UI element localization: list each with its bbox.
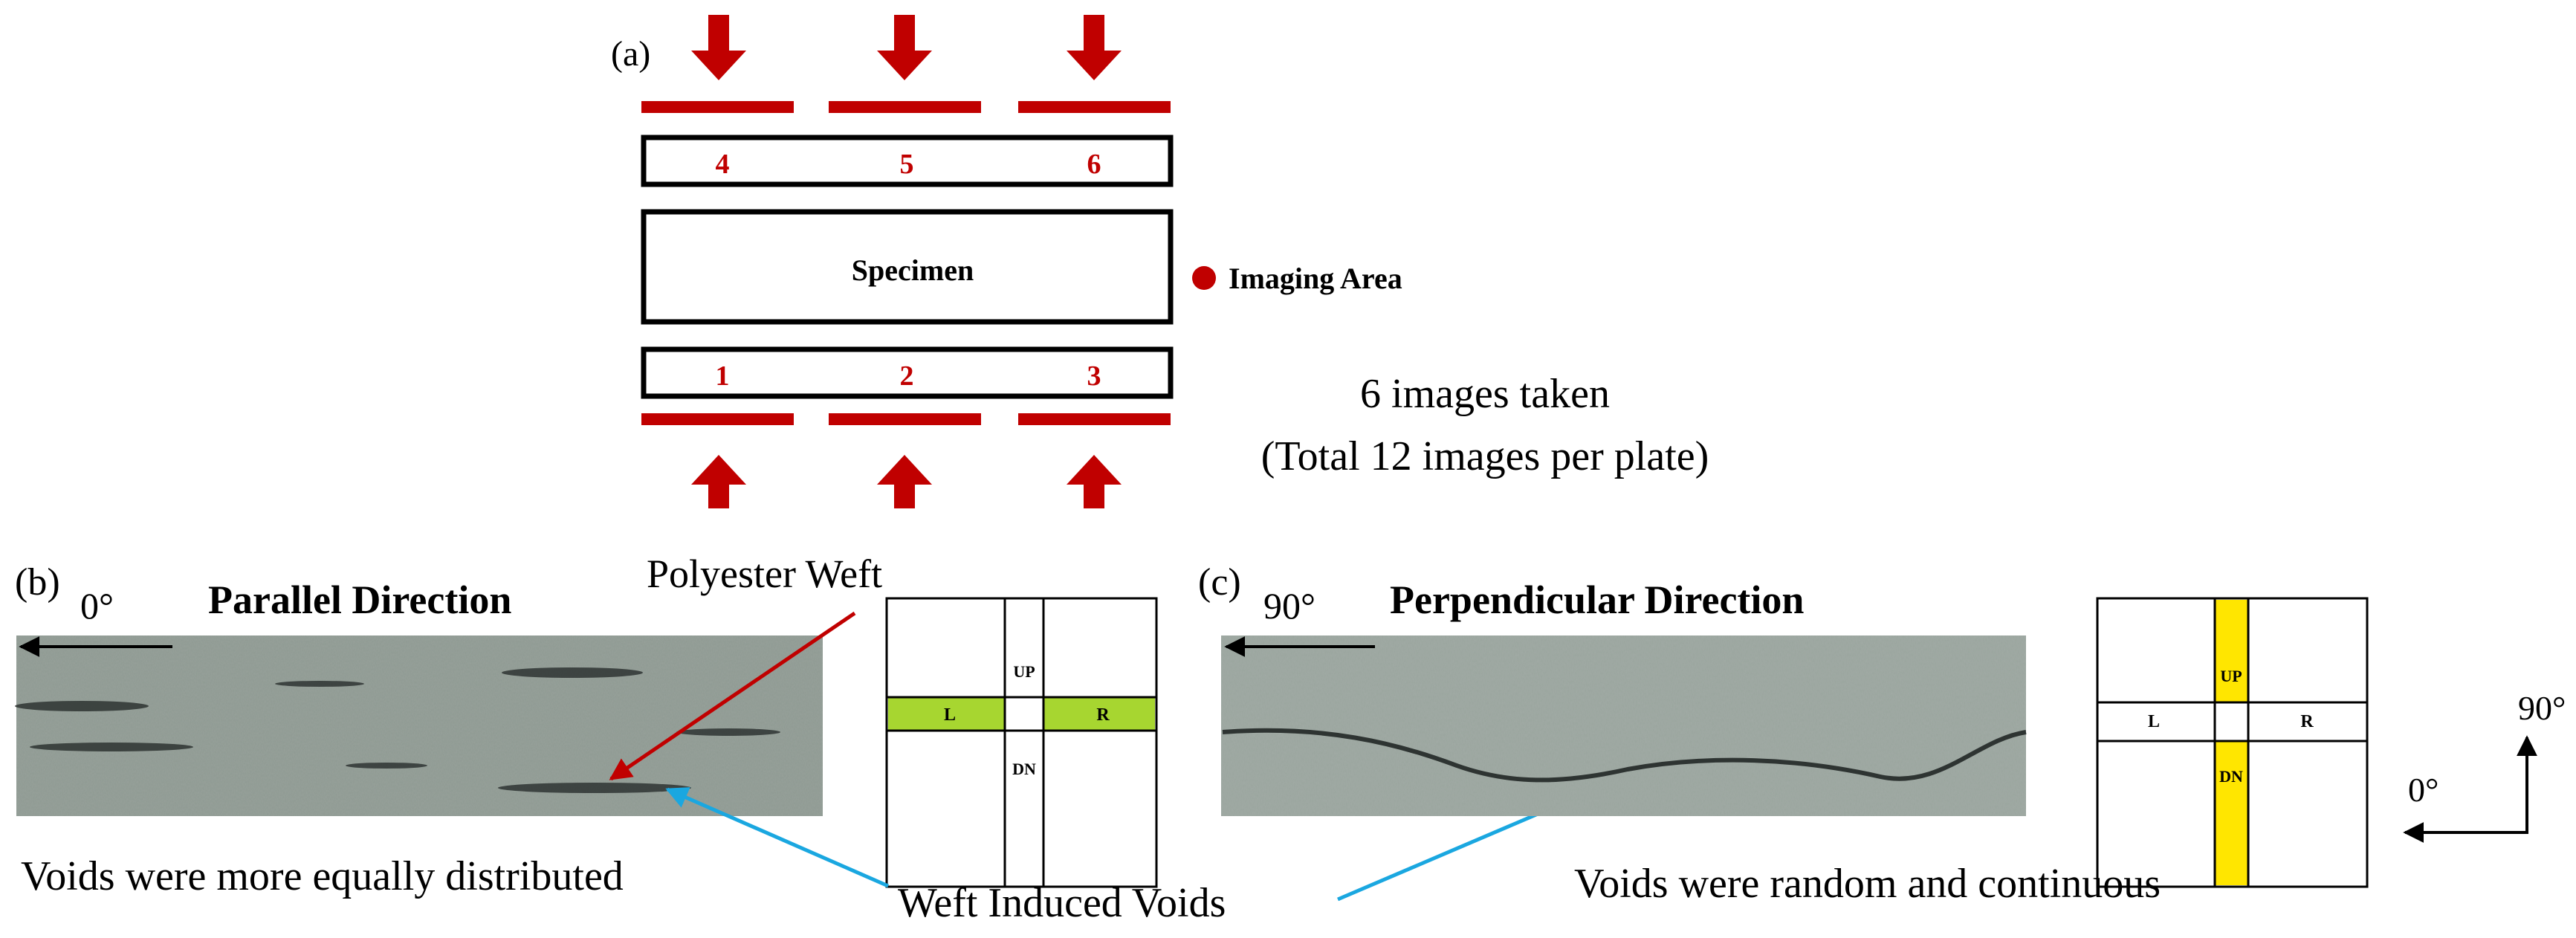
load-bar (641, 101, 794, 113)
load-arrow-down (691, 15, 746, 80)
strip-number: 2 (900, 360, 914, 392)
grid-label-right: R (1096, 705, 1110, 725)
continuous-void (1222, 728, 2027, 783)
grid-label-left: L (2148, 712, 2160, 731)
grid-highlight-vertical (2215, 600, 2248, 885)
panel-c-angle: 90° (1263, 585, 1315, 627)
micrograph-parallel (15, 635, 823, 816)
grid-label-right: R (2300, 712, 2314, 731)
load-arrow-up (691, 455, 746, 508)
polyester-weft-label: Polyester Weft (647, 552, 882, 596)
strip-number: 3 (1087, 360, 1101, 392)
location-grid-b: UP DN L R (885, 597, 1158, 888)
polyester-weft-leader (609, 611, 856, 781)
grid-label-down: DN (2219, 767, 2243, 786)
weft-voids-label: Weft Induced Voids (898, 880, 1226, 926)
strip-number: 6 (1087, 149, 1101, 180)
caption-images-taken: 6 images taken (1360, 371, 1610, 417)
load-arrow-down (1067, 15, 1122, 80)
location-grid-c: UP DN L R (2096, 597, 2369, 888)
void-streaks (15, 667, 780, 793)
panel-b-angle: 0° (80, 585, 114, 627)
panel-a: (a) 4 5 6 Specimen (611, 15, 1709, 508)
specimen-box (641, 209, 1174, 325)
load-bar (829, 101, 981, 113)
axis-label-90: 90° (2518, 689, 2566, 727)
specimen-label: Specimen (852, 253, 974, 287)
strip-number: 1 (716, 360, 730, 392)
top-load-arrows (691, 15, 1122, 80)
panel-c: (c) 90° Perpendicular Direction UP DN L … (1198, 561, 2369, 907)
panel-a-label: (a) (611, 34, 650, 74)
strip-number: 4 (716, 149, 730, 180)
load-arrow-up (877, 455, 932, 508)
panel-b-label: (b) (15, 561, 60, 604)
panel-b-title: Parallel Direction (208, 578, 511, 622)
imaging-area-legend-dot (1192, 266, 1216, 290)
imaging-area-legend-label: Imaging Area (1229, 262, 1402, 295)
panel-b-caption: Voids were more equally distributed (21, 853, 624, 899)
panel-c-caption: Voids were random and continuous (1574, 861, 2161, 907)
panel-c-label: (c) (1198, 561, 1241, 604)
weft-voids-leader-left (665, 787, 890, 888)
orientation-axes: 90° 0° (2403, 689, 2566, 843)
imaging-strip-bottom (641, 346, 1174, 399)
top-load-bars (641, 101, 1171, 113)
grid-label-down: DN (1012, 760, 1036, 778)
bottom-load-arrows (691, 455, 1122, 508)
axis-label-0: 0° (2408, 771, 2439, 809)
grid-label-up: UP (2220, 667, 2242, 685)
load-arrow-up (1067, 455, 1122, 508)
panel-b: (b) 0° Parallel Direction Polyester Weft (15, 552, 1158, 899)
load-bar (1018, 413, 1171, 425)
weft-induced-voids: Weft Induced Voids (665, 774, 1625, 926)
strip-number: 5 (900, 149, 914, 180)
grid-label-left: L (944, 705, 956, 725)
load-arrow-down (877, 15, 932, 80)
caption-total-images: (Total 12 images per plate) (1261, 433, 1709, 479)
load-bar (641, 413, 794, 425)
bottom-load-bars (641, 413, 1171, 425)
load-bar (829, 413, 981, 425)
imaging-strip-top (641, 135, 1174, 187)
micrograph-perpendicular (1221, 635, 2027, 816)
load-bar (1018, 101, 1171, 113)
grid-label-up: UP (1013, 662, 1035, 681)
panel-c-title: Perpendicular Direction (1390, 578, 1804, 622)
